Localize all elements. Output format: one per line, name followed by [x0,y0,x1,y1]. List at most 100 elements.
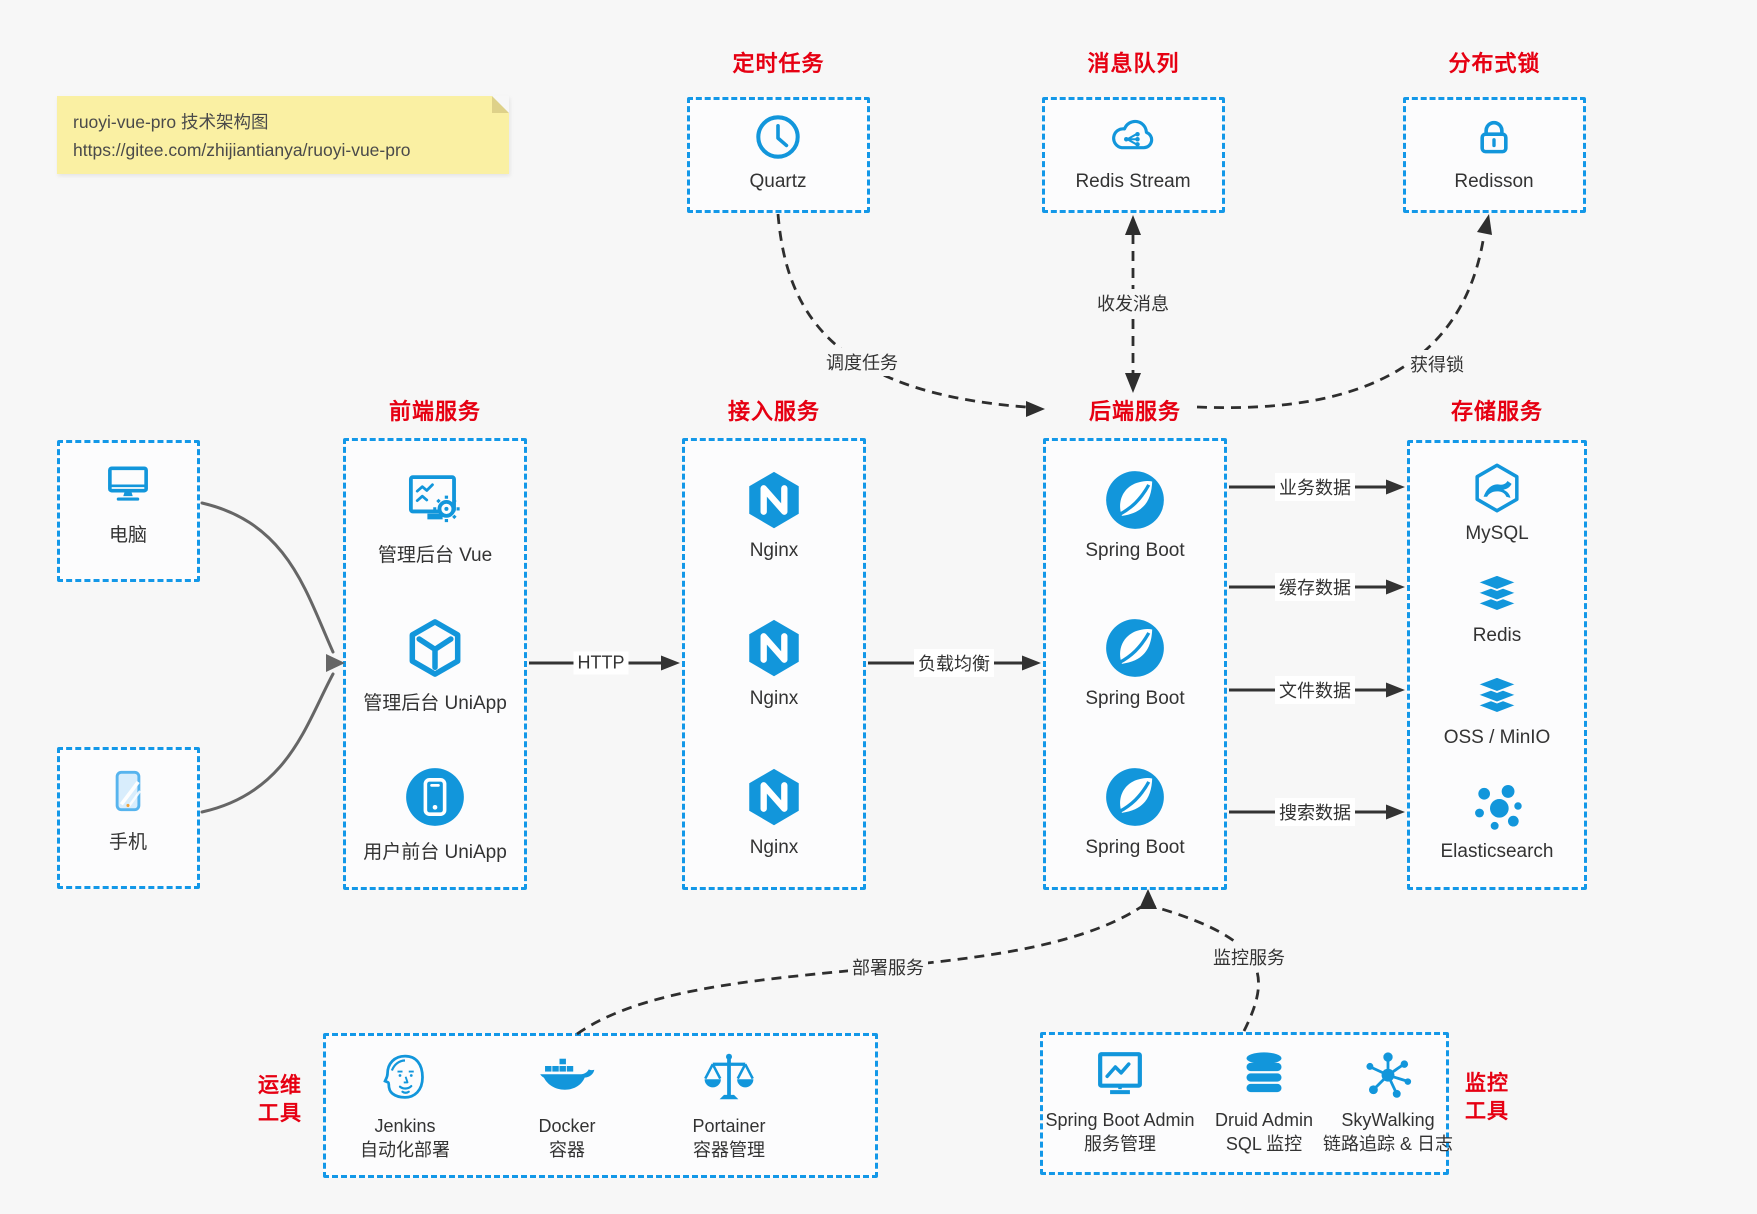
sba-monitor-icon [1092,1046,1148,1102]
cloud-share-icon [1106,110,1160,164]
node-label: Nginx [749,540,799,561]
label-monitor-service: 监控服务 [1209,943,1289,971]
frontend-item-admin-uniapp: 管理后台 UniApp [363,615,507,715]
node-label: Redis [1472,625,1522,646]
redis-stack-icon [1469,562,1525,618]
title-distributed-lock: 分布式锁 [1448,51,1541,76]
label-search-data: 搜索数据 [1275,798,1355,826]
frontend-item-user-uniapp: 用户前台 UniApp [363,764,507,864]
storage-item-mysql: MySQL [1465,460,1529,545]
docker-icon [537,1048,597,1108]
cache-arrowhead [1386,579,1405,595]
title-access: 接入服务 [727,399,820,424]
lock-icon [1467,110,1521,164]
ops-item-portainer: Portainer 容器管理 [692,1048,766,1162]
node-label: Redisson [1454,171,1534,192]
loadbalance-arrowhead [1022,655,1041,671]
node-desc: 容器 [549,1140,585,1160]
storage-item-oss-minio: OSS / MinIO [1444,664,1550,749]
node-label: Redis Stream [1075,171,1191,192]
lock-box [1403,97,1586,213]
sticky-note: ruoyi-vue-pro 技术架构图 https://gitee.com/zh… [57,96,509,174]
spring-icon [1102,764,1168,830]
jenkins-icon [375,1048,435,1108]
acquire-lock-curve [1196,234,1486,410]
node-label: MySQL [1465,523,1529,544]
label-cache-data: 缓存数据 [1275,573,1355,601]
note-title: ruoyi-vue-pro 技术架构图 [73,112,269,132]
title-frontend: 前端服务 [388,399,481,424]
label-business-data: 业务数据 [1275,473,1355,501]
storage-item-redis: Redis [1469,562,1525,647]
node-name: Portainer [692,1116,766,1136]
quartz-node: Quartz [749,110,807,193]
node-label: Elasticsearch [1440,841,1554,862]
node-label: Nginx [749,837,799,858]
node-label: 管理后台 UniApp [363,693,507,714]
search-arrowhead [1386,804,1405,820]
spring-icon [1102,615,1168,681]
clock-icon [751,110,805,164]
phone-box [57,747,200,889]
title-message-queue: 消息队列 [1087,51,1180,76]
user-app-icon [402,764,468,830]
redisson-node: Redisson [1454,110,1534,193]
note-url: https://gitee.com/zhijiantianya/ruoyi-vu… [73,140,411,160]
business-arrowhead [1386,479,1405,495]
node-desc: SQL 监控 [1225,1134,1303,1154]
frontend-item-admin-vue: 管理后台 Vue [378,467,492,567]
node-label: OSS / MinIO [1443,727,1551,748]
schedule-task-curve [776,213,1027,409]
phone-icon [99,762,157,820]
backend-item-springboot-3: Spring Boot [1085,764,1185,859]
backend-item-springboot-1: Spring Boot [1085,467,1185,562]
label-schedule-task: 调度任务 [822,348,902,376]
backend-item-springboot-2: Spring Boot [1085,615,1185,710]
mq-box [1042,97,1225,213]
node-name: Druid Admin [1214,1110,1314,1130]
title-monitoring-tools: 监控 工具 [1455,1070,1519,1126]
node-label: Nginx [749,688,799,709]
nginx-icon [741,467,807,533]
phone-to-frontend-curve [200,672,335,814]
title-monitoring-line2: 工具 [1465,1100,1509,1123]
node-desc: 容器管理 [693,1140,765,1160]
title-storage: 存储服务 [1450,399,1543,424]
computer-box [57,440,200,582]
ops-item-jenkins: Jenkins 自动化部署 [360,1048,450,1162]
admin-vue-icon [402,467,468,533]
storage-item-elasticsearch: Elasticsearch [1441,778,1554,863]
title-scheduled-task: 定时任务 [732,51,825,76]
node-desc: 服务管理 [1084,1134,1156,1154]
node-label: Spring Boot [1085,540,1185,561]
node-name: Docker [538,1116,596,1136]
title-ops-line1: 运维 [258,1074,302,1097]
node-label: Spring Boot [1085,688,1185,709]
skywalking-icon [1360,1046,1416,1102]
node-name: Jenkins [374,1116,436,1136]
file-arrowhead [1386,682,1405,698]
monitoring-item-sba: Spring Boot Admin 服务管理 [1045,1046,1195,1156]
access-item-nginx-2: Nginx [741,615,807,710]
message-up-arrowhead [1125,215,1141,235]
node-desc: 自动化部署 [360,1140,450,1160]
node-name: SkyWalking [1341,1110,1435,1130]
lock-arrowhead [1477,214,1492,235]
title-ops-line2: 工具 [258,1102,302,1125]
title-monitoring-line1: 监控 [1465,1072,1509,1095]
druid-db-icon [1236,1046,1292,1102]
label-acquire-lock: 获得锁 [1406,350,1468,378]
title-backend: 后端服务 [1088,399,1181,424]
portainer-scales-icon [699,1048,759,1108]
deploy-monitor-arrowhead [1139,889,1157,909]
access-item-nginx-3: Nginx [741,764,807,859]
node-desc: 链路追踪 & 日志 [1323,1134,1454,1154]
oss-stack-icon [1469,664,1525,720]
node-label: Quartz [749,171,807,192]
node-name: Spring Boot Admin [1045,1110,1195,1130]
node-label: 管理后台 Vue [377,545,493,566]
node-label: 用户前台 UniApp [363,842,507,863]
access-item-nginx-1: Nginx [741,467,807,562]
nginx-icon [741,615,807,681]
